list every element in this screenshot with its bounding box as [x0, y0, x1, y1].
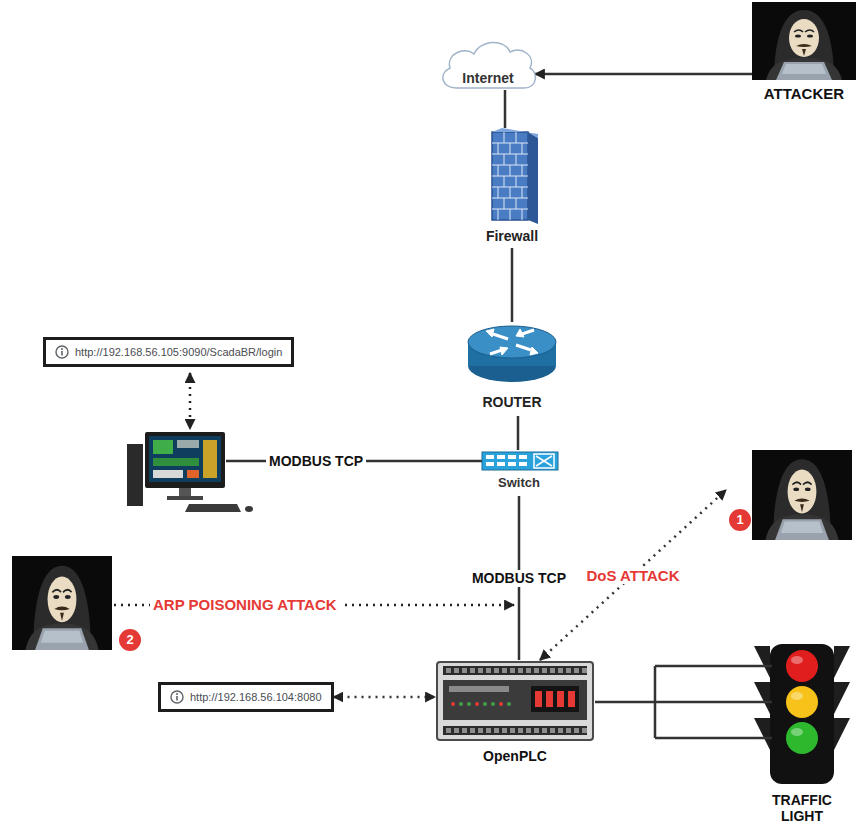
traffic-light: TRAFFIC LIGHT	[752, 640, 852, 826]
screen-panel	[153, 440, 173, 454]
traffic-light-picture	[752, 640, 852, 790]
screen-panel	[187, 470, 199, 478]
url-bar: http://192.168.56.105:9090/ScadaBR/login	[43, 337, 294, 367]
keyboard	[185, 504, 241, 512]
monitor	[145, 432, 225, 488]
node-label: TRAFFIC LIGHT	[762, 792, 842, 824]
router-icon: ROUTER	[462, 322, 562, 416]
node-label: OpenPLC	[435, 748, 595, 764]
info-icon	[170, 690, 184, 704]
node-label: ATTACKER	[752, 86, 856, 102]
attacker-figure-picture	[752, 2, 856, 80]
callout-number: 2	[119, 629, 141, 651]
network-switch: Switch	[474, 450, 564, 496]
screen-panel	[153, 470, 183, 478]
plc-device-picture	[435, 660, 595, 742]
node-label: Switch	[474, 475, 564, 491]
node-label: Internet	[438, 70, 538, 86]
network-link	[535, 73, 752, 76]
network-link	[504, 90, 507, 128]
mouse	[245, 506, 253, 512]
node-label: ROUTER	[462, 394, 562, 410]
attacker-figure: ATTACKER	[752, 2, 856, 108]
edge-label: DoS ATTACK	[583, 567, 682, 584]
screen-panel	[177, 440, 199, 448]
node-label: Firewall	[472, 228, 552, 244]
network-switch-picture	[474, 450, 564, 472]
network-link	[511, 248, 514, 322]
attack-label: ARP POISONING ATTACK	[150, 596, 340, 613]
url-bar: http://192.168.56.104:8080	[158, 682, 334, 712]
attacker-figure-picture	[12, 556, 112, 650]
scada-workstation	[127, 432, 253, 512]
firewall-icon: Firewall	[472, 128, 552, 248]
screen-panel	[203, 440, 217, 478]
monitor-stand	[179, 488, 191, 496]
edge-label: MODBUS TCP	[469, 570, 569, 587]
protocol-label: MODBUS TCP	[266, 453, 366, 470]
internet-cloud: Internet	[438, 36, 538, 90]
screen-panel	[153, 458, 199, 466]
firewall-icon-picture	[472, 128, 552, 224]
screen	[149, 436, 221, 482]
pc-tower	[127, 444, 143, 506]
http-link	[189, 373, 192, 429]
url-text: http://192.168.56.104:8080	[190, 690, 322, 704]
callout-number: 1	[729, 509, 751, 531]
network-link	[595, 701, 752, 704]
attacker-figure: 2	[12, 556, 144, 652]
monitor-base	[167, 496, 203, 500]
network-link	[517, 416, 520, 450]
dotted-connector	[334, 696, 435, 699]
attacker-figure-picture	[752, 450, 852, 540]
router-icon-picture	[462, 322, 562, 386]
attacker-figure: 1	[726, 450, 856, 542]
layout-drawing	[114, 373, 752, 738]
info-icon	[55, 345, 69, 359]
plc-device: OpenPLC	[435, 660, 595, 768]
connector-layer	[334, 74, 752, 702]
url-text: http://192.168.56.105:9090/ScadaBR/login	[75, 345, 282, 359]
